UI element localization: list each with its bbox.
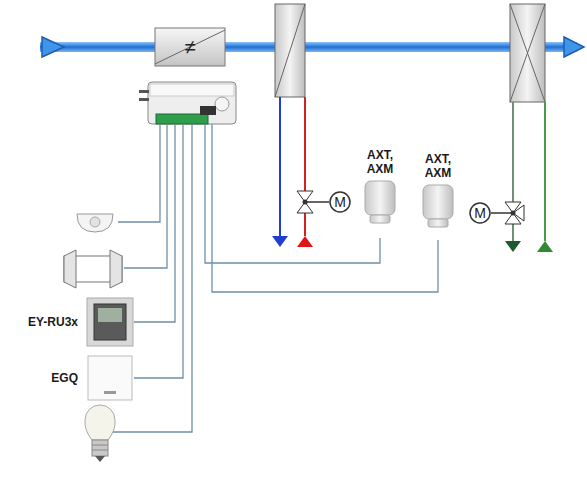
damper-symbol: ≠ [185, 37, 196, 57]
actuator-body [364, 180, 396, 230]
room-unit: EY-RU3x [4, 296, 134, 348]
actuator: AXT, AXM [414, 152, 462, 240]
light-bulb [85, 405, 115, 462]
heating-coil [272, 4, 313, 247]
motor-letter: M [329, 191, 351, 213]
sensor-body [86, 355, 134, 401]
device-label: AXT, AXM [418, 152, 458, 180]
device-label: EGQ [51, 371, 78, 385]
motor-letter: M [469, 202, 491, 224]
window-symbol [64, 250, 122, 288]
actuator: AXT, AXM [356, 148, 404, 236]
room-unit-body [86, 297, 134, 347]
valve-symbol [297, 191, 329, 213]
damper-box [155, 28, 225, 66]
device-label: EY-RU3x [28, 315, 78, 329]
cooling-coil [505, 4, 553, 252]
room-sensor: EGQ [4, 354, 134, 402]
controller [139, 82, 236, 124]
motor-symbol: M [329, 191, 351, 213]
device-label: AXT, AXM [360, 148, 400, 176]
signal-wire [112, 124, 438, 432]
air-duct [40, 37, 584, 57]
actuator-body [422, 184, 454, 234]
motor-symbol: M [469, 202, 491, 224]
valve-symbol [491, 202, 524, 224]
presence-sensor [77, 214, 113, 232]
damper-line [155, 30, 225, 64]
